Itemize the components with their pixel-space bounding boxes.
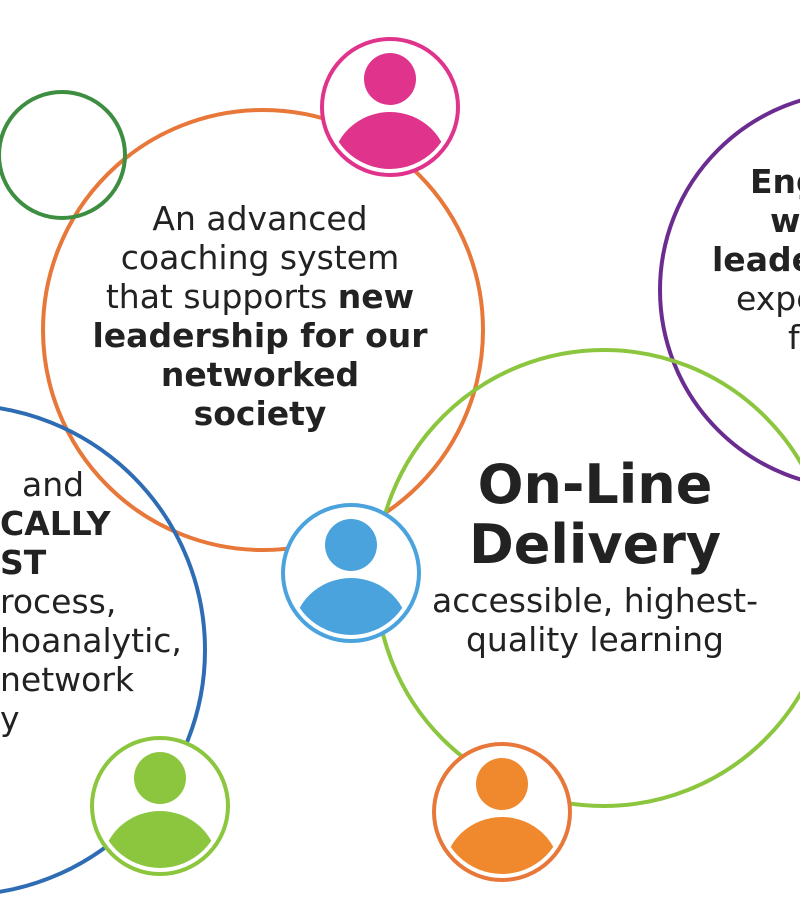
right-line-5: f: [788, 317, 800, 357]
purple-outline-circle: [658, 98, 800, 482]
online-title-line-1: On-Line: [477, 453, 713, 516]
online-sub-line-2: quality learning: [465, 619, 724, 659]
left-line-3: ST: [0, 542, 47, 582]
magenta-person-icon: [320, 37, 460, 177]
center-line-4: leadership for our: [92, 315, 428, 355]
left-line-5: hoanalytic,: [0, 620, 182, 660]
orange-person-icon: [432, 742, 572, 882]
left-line-1: and: [22, 465, 85, 504]
center-line-6: society: [193, 393, 327, 433]
center-line-5: networked: [160, 354, 360, 394]
left-line-6: network: [0, 659, 135, 699]
right-line-4: expe: [736, 278, 800, 318]
green-small-outline-circle: [0, 90, 127, 220]
right-line-1: Eng: [750, 162, 800, 201]
center-line-2: coaching system: [120, 237, 400, 277]
left-circle-text: and CALLY ST rocess, hoanalytic, network…: [0, 465, 182, 739]
center-line-1: An advanced: [152, 199, 368, 238]
left-line-4: rocess,: [0, 581, 117, 621]
online-title-line-2: Delivery: [468, 513, 722, 577]
right-line-2: w: [770, 200, 800, 240]
left-line-2: CALLY: [0, 503, 111, 543]
blue-person-icon: [281, 503, 421, 643]
orange-outline-circle: [41, 108, 485, 552]
right-line-3: leade: [712, 239, 800, 279]
coaching-system-text: An advanced coaching system that support…: [92, 199, 428, 434]
blue-outline-circle: [0, 406, 207, 894]
left-line-7: y: [0, 698, 20, 738]
center-line-3: that supports new: [105, 276, 415, 316]
green-person-icon: [90, 736, 230, 876]
online-delivery-text: On-Line Delivery accessible, highest- qu…: [431, 453, 759, 660]
online-sub-line-1: accessible, highest-: [431, 580, 759, 620]
right-circle-text: Eng w leade expe f: [712, 162, 800, 358]
